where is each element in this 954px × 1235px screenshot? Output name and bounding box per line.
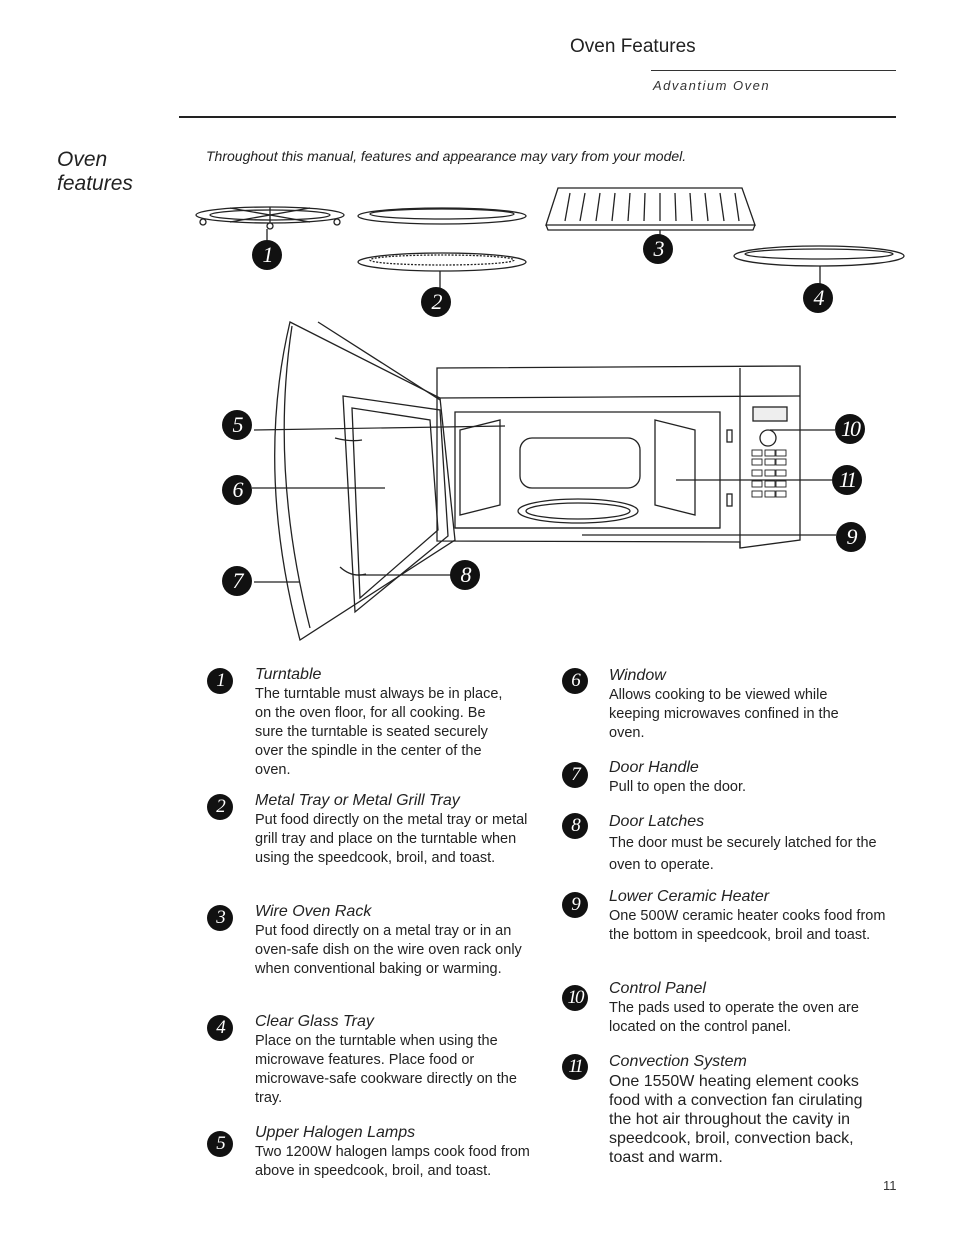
feature-description: Two 1200W halogen lamps cook food from a… [255, 1144, 530, 1179]
section-title: Oven features [57, 148, 133, 195]
leader-lines [252, 425, 836, 583]
feature-window: Window Allows cooking to be viewed while… [609, 666, 869, 743]
feature-title: Lower Ceramic Heater [609, 888, 770, 905]
feature-description: The turntable must always be in place, o… [255, 686, 503, 778]
page-header-title: Oven Features [570, 36, 696, 57]
feature-title: Wire Oven Rack [255, 903, 372, 920]
feature-title: Clear Glass Tray [255, 1013, 374, 1030]
oven-illustration [195, 187, 905, 642]
feature-control-panel: Control Panel The pads used to operate t… [609, 979, 879, 1037]
feature-number-badge: 7 [562, 762, 588, 788]
callout-11: 11 [832, 465, 862, 495]
feature-title: Door Handle [609, 759, 699, 776]
feature-title: Upper Halogen Lamps [255, 1124, 416, 1141]
feature-wire-rack: Wire Oven Rack Put food directly on a me… [255, 902, 545, 979]
feature-convection-system: Convection System One 1550W heating elem… [609, 1052, 884, 1167]
wire-rack-illustration [545, 187, 756, 236]
metal-tray-illustration [357, 207, 527, 288]
callout-6: 6 [222, 475, 252, 505]
feature-number-badge: 2 [207, 794, 233, 820]
callout-4: 4 [803, 283, 833, 313]
feature-description: Place on the turntable when using the mi… [255, 1033, 517, 1106]
intro-text: Throughout this manual, features and app… [206, 148, 687, 164]
feature-halogen-lamps: Upper Halogen Lamps Two 1200W halogen la… [255, 1123, 540, 1181]
feature-description: Put food directly on the metal tray or m… [255, 812, 528, 866]
page-header-subtitle: Advantium Oven [653, 78, 771, 93]
feature-title: Control Panel [609, 980, 706, 997]
feature-number-badge: 8 [562, 813, 588, 839]
feature-number-badge: 1 [207, 668, 233, 694]
feature-number-badge: 6 [562, 668, 588, 694]
feature-number-badge: 9 [562, 892, 588, 918]
callout-5: 5 [222, 410, 252, 440]
callout-10: 10 [835, 414, 865, 444]
feature-title: Window [609, 667, 666, 684]
feature-title: Turntable [255, 666, 322, 683]
feature-door-latches: Door Latches The door must be securely l… [609, 812, 894, 876]
feature-description: One 500W ceramic heater cooks food from … [609, 908, 886, 943]
feature-number-badge: 5 [207, 1131, 233, 1157]
feature-description: The door must be securely latched for th… [609, 835, 877, 873]
turntable-illustration [195, 206, 345, 240]
callout-8: 8 [450, 560, 480, 590]
feature-number-badge: 10 [562, 985, 588, 1011]
feature-title: Metal Tray or Metal Grill Tray [255, 792, 460, 809]
callout-7: 7 [222, 566, 252, 596]
feature-metal-tray: Metal Tray or Metal Grill Tray Put food … [255, 791, 535, 868]
callout-3: 3 [643, 234, 673, 264]
feature-description: The pads used to operate the oven are lo… [609, 1000, 859, 1035]
feature-description: Pull to open the door. [609, 779, 747, 795]
oven-body-illustration [436, 365, 801, 549]
feature-title: Door Latches [609, 813, 705, 830]
feature-title: Convection System [609, 1053, 747, 1070]
feature-number-badge: 4 [207, 1015, 233, 1041]
callout-2: 2 [421, 287, 451, 317]
callout-1: 1 [252, 240, 282, 270]
feature-description: Put food directly on a metal tray or in … [255, 923, 522, 977]
feature-description: One 1550W heating element cooks food wit… [609, 1073, 863, 1166]
header-divider [651, 70, 896, 71]
feature-ceramic-heater: Lower Ceramic Heater One 500W ceramic he… [609, 887, 894, 945]
oven-door-illustration [274, 321, 456, 642]
feature-turntable: Turntable The turntable must always be i… [255, 665, 505, 780]
page-number: 11 [883, 1178, 897, 1193]
callout-9: 9 [836, 522, 866, 552]
feature-glass-tray: Clear Glass Tray Place on the turntable … [255, 1012, 535, 1108]
glass-tray-illustration [733, 245, 905, 284]
feature-number-badge: 11 [562, 1054, 588, 1080]
feature-door-handle: Door Handle Pull to open the door. [609, 758, 889, 797]
feature-description: Allows cooking to be viewed while keepin… [609, 687, 839, 741]
feature-number-badge: 3 [207, 905, 233, 931]
section-divider [179, 116, 896, 118]
